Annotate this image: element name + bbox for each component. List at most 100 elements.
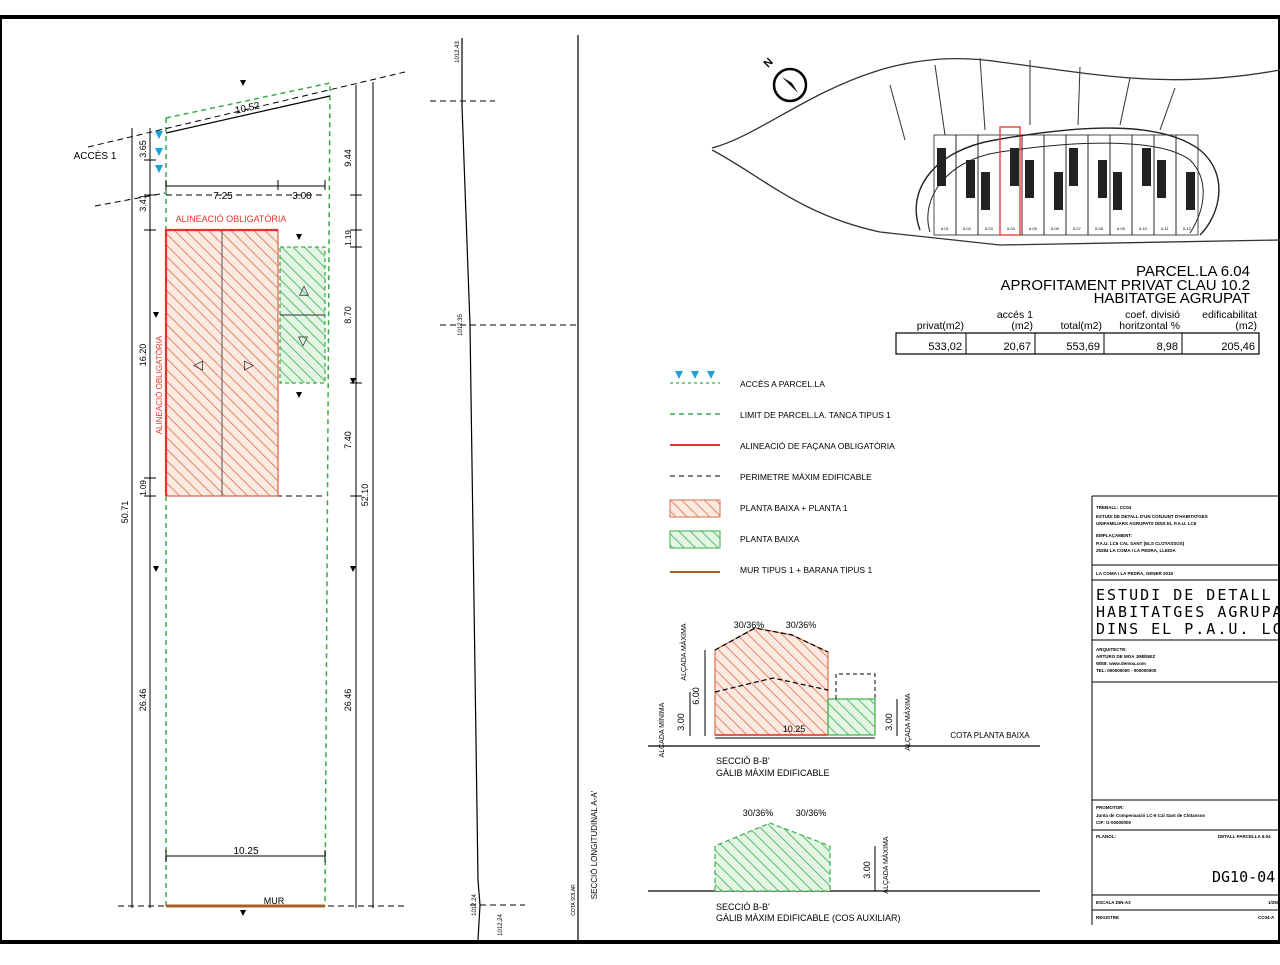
cota-solar-label: COTA SOLAR bbox=[571, 884, 577, 916]
arrow-up-icon: △ bbox=[299, 282, 309, 297]
table-header-cell: horitzontal % bbox=[1119, 320, 1180, 332]
dim-total-right: 52.10 bbox=[360, 484, 370, 507]
dim-total-left: 50.71 bbox=[120, 501, 130, 524]
access-markers bbox=[155, 131, 163, 173]
table-header-cell: privat(m2) bbox=[917, 320, 964, 332]
arrow-down-icon: ▽ bbox=[298, 333, 308, 348]
parcel-house bbox=[1010, 148, 1019, 186]
dim-top-diagonal: 10.52 bbox=[234, 100, 261, 116]
table-border bbox=[895, 332, 1260, 355]
radial-lines bbox=[889, 57, 1176, 141]
cartouche-arq-3: TEL: 000000000 - 000000000 bbox=[1096, 668, 1157, 673]
bb-title: SECCIÓ B-B' bbox=[716, 756, 770, 766]
dimension-ticks bbox=[144, 159, 362, 862]
cartouche-empl-1: P.A.U. LC6 CAL SANT (ELS CLOTASSOS) bbox=[1096, 541, 1185, 546]
arrow-left-icon: ◁ bbox=[193, 357, 203, 372]
table-header-cell: coef. divisió bbox=[1125, 309, 1180, 321]
alignment-label-top: ALINEACIÓ OBLIGATÒRIA bbox=[176, 214, 287, 224]
dim-left-a: 3.65 bbox=[138, 140, 148, 158]
table-header-cell: accés 1 bbox=[997, 309, 1033, 321]
table-value-cell: 20,67 bbox=[1003, 341, 1031, 353]
legend-label-perim: PERIMETRE MÀXIM EDIFICABLE bbox=[740, 472, 872, 482]
cartouche-estudi-1: ESTUDI DE DETALL D'UN CONJUNT D'HABITATG… bbox=[1096, 514, 1208, 519]
longitudinal-section: 1012.43 1012.35 1012.24 1012.24 COTA SOL… bbox=[430, 35, 599, 941]
level-top: 1012.43 bbox=[455, 41, 461, 63]
parcel-house bbox=[1142, 148, 1151, 186]
cc-slope-1: 30/36% bbox=[743, 808, 774, 818]
cartouche-escala: ESCALA DIN-A3 bbox=[1096, 900, 1131, 905]
plot-front-line bbox=[165, 95, 331, 134]
parcel-house bbox=[1186, 172, 1195, 210]
cartouche-big-2: HABITATGES AGRUPATS bbox=[1096, 603, 1280, 621]
legend-label-pb1: PLANTA BAIXA + PLANTA 1 bbox=[740, 503, 848, 513]
parcel-label: 6.07 bbox=[1073, 226, 1082, 231]
cartouche-promotor: PROMOTOR: bbox=[1096, 805, 1124, 810]
dim-right-bottom: 26.46 bbox=[343, 689, 353, 712]
cartouche-emplacament: EMPLAÇAMENT: bbox=[1096, 533, 1132, 538]
cartouche-arq-1: ARTURO DE MOA JIMÉNEZ bbox=[1096, 652, 1155, 659]
legend-label-limit: LIMIT DE PARCEL.LA. TANCA TIPUS 1 bbox=[740, 410, 891, 420]
bb-h1: 6.00 bbox=[691, 687, 701, 705]
dim-width-2: 3.00 bbox=[292, 191, 312, 202]
road-edge bbox=[94, 192, 166, 207]
dim-width-1: 7.25 bbox=[213, 191, 233, 202]
parcel-label: 6.01 bbox=[941, 226, 950, 231]
parcel-info: PARCEL.LA 6.04 APROFITAMENT PRIVAT CLAU … bbox=[895, 263, 1260, 355]
legend-swatch-pb bbox=[669, 530, 721, 549]
parcel-house bbox=[1113, 172, 1122, 210]
bb-roof-min bbox=[714, 677, 829, 693]
cartouche-prom-1: Junta de Compensació LC-6 Cal Sant de Cl… bbox=[1096, 813, 1206, 818]
parcel-label: 6.09 bbox=[1117, 226, 1126, 231]
parcel-house bbox=[981, 172, 990, 210]
cc-alcada: ALÇADA MÀXIMA bbox=[881, 836, 890, 894]
cartouche-escala-value: 1/250 bbox=[1268, 900, 1280, 905]
plot-limit-right bbox=[165, 82, 331, 907]
parcel-label: 6.08 bbox=[1095, 226, 1104, 231]
dim-right-c: 7.40 bbox=[343, 431, 353, 449]
parcel-house bbox=[1098, 160, 1107, 198]
access-label: ACCÈS 1 bbox=[74, 149, 117, 162]
section-profile bbox=[461, 105, 481, 941]
cartouche-arquitecte: ARQUITECTE: bbox=[1096, 647, 1127, 652]
parcel-house bbox=[1157, 160, 1166, 198]
cc-slope-2: 30/36% bbox=[796, 808, 827, 818]
bb-slope-2: 30/36% bbox=[786, 620, 817, 630]
cartouche-estudi-2: UNIFAMILIARS AGRUPATS DINS EL P.A.U. LC6 bbox=[1096, 521, 1197, 526]
section-a-title: SECCIÓ LONGITUDINAL A-A' bbox=[590, 790, 599, 899]
cartouche-planol-value: DETALL PARCELLA 6.04 bbox=[1218, 834, 1271, 839]
arrow-right-icon: ▷ bbox=[244, 357, 254, 372]
bb-slope-1: 30/36% bbox=[734, 620, 765, 630]
parcel-subtitle: APROFITAMENT PRIVAT CLAU 10.2 bbox=[1000, 277, 1250, 294]
parcel-label: 6.06 bbox=[1051, 226, 1060, 231]
bb-h2: 3.00 bbox=[676, 713, 686, 731]
cartouche-place-date: LA COMA I LA PEDRA, GENER 2016 bbox=[1096, 571, 1174, 576]
area-table: privat(m2)accés 1(m2)total(m2)coef. divi… bbox=[895, 309, 1260, 355]
table-header-cell: (m2) bbox=[1011, 320, 1033, 332]
north-compass bbox=[772, 67, 808, 103]
bb-cota: COTA PLANTA BAIXA bbox=[950, 731, 1030, 740]
table-value-cell: 553,69 bbox=[1066, 341, 1100, 353]
dim-left-b: 3.41 bbox=[138, 194, 148, 212]
section-bb: 30/36% 30/36% ALÇADA MÀXIMA ALÇADA MÍNIM… bbox=[648, 620, 1040, 778]
north-arrow-icon bbox=[782, 77, 798, 93]
dim-left-bottom: 26.46 bbox=[138, 689, 148, 712]
cartouche-arq-2: WEB: www.demoa.com bbox=[1096, 661, 1146, 666]
parcel-type: HABITATGE AGRUPAT bbox=[1094, 290, 1250, 307]
terrain-curve bbox=[711, 149, 1280, 246]
section-markers bbox=[153, 80, 356, 916]
cartouche-registre: REGISTRE bbox=[1096, 915, 1119, 920]
level-mid: 1012.35 bbox=[458, 314, 464, 336]
cartouche-registre-value: CC04-A bbox=[1258, 915, 1275, 920]
title-cartouche: TREBALL: CC04 ESTUDI DE DETALL D'UN CONJ… bbox=[1091, 495, 1280, 925]
bb-width: 10.25 bbox=[783, 724, 806, 734]
cartouche-big-3: DINS EL P.A.U. LC6 bbox=[1096, 620, 1280, 638]
mandatory-alignment bbox=[164, 228, 278, 496]
parcel-house bbox=[937, 148, 946, 186]
dim-left-main: 16.20 bbox=[138, 344, 148, 367]
section-bb-aux: 30/36% 30/36% 3.00 ALÇADA MÀXIMA SECCIÓ … bbox=[648, 808, 1040, 923]
